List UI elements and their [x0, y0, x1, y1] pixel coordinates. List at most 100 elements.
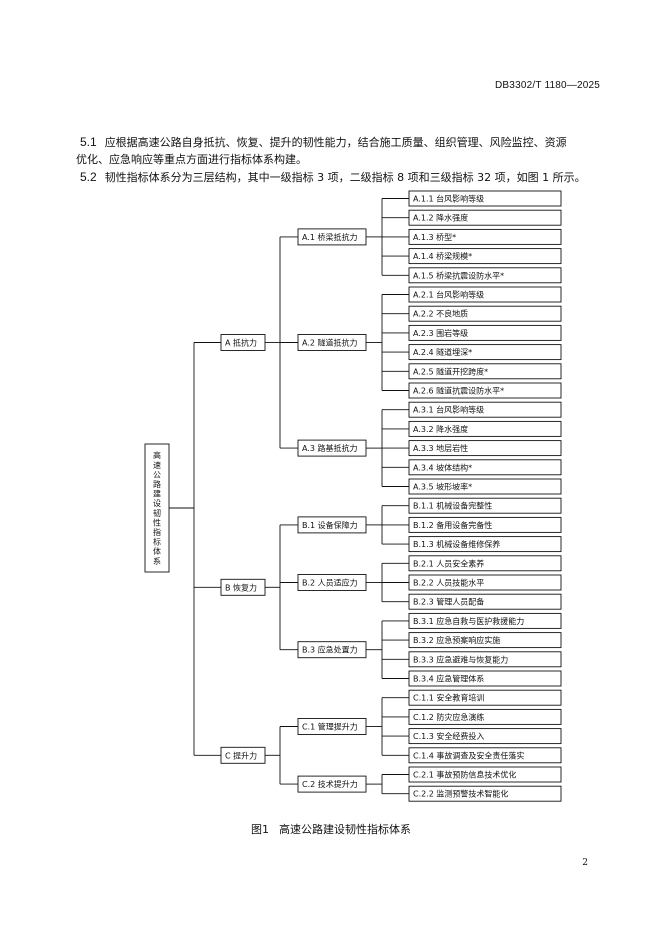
indicator-l3-label: A.2.5 隧道开挖跨度*: [413, 366, 488, 376]
document-id: DB3302/T 1180—2025: [495, 80, 600, 91]
indicator-l3-label: B.3.2 应急预案响应实施: [413, 635, 500, 645]
indicator-l3-label: C.1.1 安全教育培训: [413, 693, 484, 703]
indicator-l3-label: B.1.2 备用设备完备性: [413, 520, 492, 530]
indicator-l2: A.2 隧道抵抗力: [297, 334, 367, 351]
indicator-l3: A.3.2 降水强度: [408, 420, 562, 437]
indicator-l3: B.1.2 备用设备完备性: [408, 516, 562, 533]
indicator-l3-label: A.2.4 隧道埋深*: [413, 347, 472, 357]
indicator-l3-label: A.1.3 桥型*: [413, 232, 456, 242]
indicator-l3-label: A.2.6 隧道抗震设防水平*: [413, 386, 504, 396]
indicator-l3: B.2.3 管理人员配备: [408, 593, 562, 610]
indicator-l3-label: A.2.1 台风影响等级: [413, 290, 484, 300]
indicator-l3-label: A.1.4 桥梁规模*: [413, 251, 472, 261]
indicator-l3-label: C.1.2 防灾应急演练: [413, 712, 484, 722]
indicator-l3-label: A.1.1 台风影响等级: [413, 194, 484, 204]
paragraph-5-2: 5.2 韧性指标体系分为三层结构，其中一级指标 3 项，二级指标 8 项和三级指标…: [80, 169, 600, 186]
indicator-l3: C.1.4 事故调查及安全责任落实: [408, 747, 562, 764]
indicator-l3-label: A.1.2 降水强度: [413, 213, 468, 223]
indicator-l3-label: B.3.1 应急自救与医护救援能力: [413, 616, 524, 626]
indicator-l3-label: C.1.3 安全经费投入: [413, 731, 484, 741]
indicator-l3-label: A.3.2 降水强度: [413, 424, 468, 434]
indicator-l3: C.1.2 防灾应急演练: [408, 708, 562, 725]
figure-number: 图1: [251, 823, 269, 836]
indicator-l3-label: B.2.1 人员安全素养: [413, 558, 484, 568]
indicator-l3-label: A.1.5 桥梁抗震设防水平*: [413, 270, 504, 280]
indicator-l3: A.3.1 台风影响等级: [408, 401, 562, 418]
figure-caption: 图1 高速公路建设韧性指标体系: [0, 821, 662, 837]
indicator-l3: A.1.3 桥型*: [408, 228, 562, 245]
indicator-root-box: [144, 443, 170, 573]
indicator-l3: B.2.1 人员安全素养: [408, 555, 562, 572]
indicator-l3-label: A.3.4 坡体结构*: [413, 462, 472, 472]
indicator-l3: C.2.1 事故预防信息技术优化: [408, 766, 562, 783]
indicator-l2: B.1 设备保障力: [297, 516, 367, 534]
indicator-l1: A 抵抗力: [220, 334, 266, 351]
indicator-l3-label: A.2.3 围岩等级: [413, 328, 468, 338]
indicator-l3: C.1.1 安全教育培训: [408, 689, 562, 706]
indicator-l3: A.2.1 台风影响等级: [408, 286, 562, 303]
indicator-l3-label: B.2.3 管理人员配备: [413, 597, 484, 607]
indicator-l3: A.1.1 台风影响等级: [408, 190, 562, 207]
indicator-l2-label: A.2 隧道抵抗力: [302, 338, 358, 348]
indicator-l3-label: A.3.1 台风影响等级: [413, 405, 484, 415]
indicator-l1: C 提升力: [220, 746, 266, 764]
indicator-l2-label: B.1 设备保障力: [302, 520, 358, 530]
indicator-l3: A.3.5 坡形坡率*: [408, 478, 562, 495]
indicator-l3-label: C.2.1 事故预防信息技术优化: [413, 770, 516, 780]
indicator-l1-label: C 提升力: [225, 750, 257, 760]
indicator-l2-label: C.2 技术提升力: [302, 779, 358, 789]
indicator-l3: B.3.4 应急管理体系: [408, 670, 562, 687]
indicator-l3-label: C.2.2 监测预警技术智能化: [413, 789, 508, 799]
indicator-l3-label: A.3.5 坡形坡率*: [413, 482, 472, 492]
indicator-l2: C.1 管理提升力: [297, 718, 367, 735]
indicator-l3-label: C.1.4 事故调查及安全责任落实: [413, 750, 524, 760]
indicator-l3: A.1.2 降水强度: [408, 209, 562, 226]
indicator-l3: A.1.5 桥梁抗震设防水平*: [408, 267, 562, 284]
indicator-l2: A.3 路基抵抗力: [297, 439, 367, 457]
indicator-l3: B.3.3 应急避难与恢复能力: [408, 651, 562, 668]
indicator-l1-label: A 抵抗力: [225, 338, 257, 348]
indicator-root: 高速公路建设韧性指标体系: [144, 443, 170, 573]
clause-number: 5.1: [80, 135, 97, 149]
indicator-l3-label: B.2.2 人员技能水平: [413, 578, 484, 588]
indicator-l1-label: B 恢复力: [225, 582, 257, 592]
indicator-l3: B.1.1 机械设备完整性: [408, 497, 562, 514]
indicator-l3: A.2.6 隧道抗震设防水平*: [408, 382, 562, 399]
indicator-l3: B.2.2 人员技能水平: [408, 574, 562, 591]
indicator-l2-label: A.1 桥梁抵抗力: [302, 232, 358, 242]
indicator-l3-label: B.1.1 机械设备完整性: [413, 501, 492, 511]
indicator-l2-label: C.1 管理提升力: [302, 722, 358, 732]
indicator-l3: A.2.4 隧道埋深*: [408, 344, 562, 361]
indicator-root-label: 高速公路建设韧性指标体系: [153, 450, 161, 566]
indicator-l2-label: A.3 路基抵抗力: [302, 443, 358, 453]
indicator-l3: A.2.3 围岩等级: [408, 324, 562, 341]
paragraph-line: 韧性指标体系分为三层结构，其中一级指标 3 项，二级指标 8 项和三级指标 32…: [104, 171, 586, 184]
clause-number: 5.2: [80, 170, 97, 184]
paragraph-line: 应根据高速公路自身抵抗、恢复、提升的韧性能力，结合施工质量、组织管理、风险监控、…: [104, 136, 567, 149]
indicator-l3: A.1.4 桥梁规模*: [408, 248, 562, 265]
figure-title: 高速公路建设韧性指标体系: [279, 823, 411, 836]
paragraph-line: 优化、应急响应等重点方面进行指标体系构建。: [76, 153, 307, 166]
page-number: 2: [582, 858, 588, 868]
indicator-l3-label: B.1.3 机械设备维修保养: [413, 539, 500, 549]
indicator-l3: C.2.2 监测预警技术智能化: [408, 785, 562, 802]
paragraph-5-1: 5.1 应根据高速公路自身抵抗、恢复、提升的韧性能力，结合施工质量、组织管理、风险…: [76, 134, 600, 168]
indicator-l3: A.3.3 地层岩性: [408, 440, 562, 457]
indicator-l3: A.3.4 坡体结构*: [408, 459, 562, 476]
indicator-l2-label: B.2 人员适应力: [302, 578, 358, 588]
indicator-l3: B.1.3 机械设备维修保养: [408, 536, 562, 553]
indicator-l3-label: B.3.3 应急避难与恢复能力: [413, 654, 508, 664]
indicator-l3-label: A.3.3 地层岩性: [413, 443, 468, 453]
indicator-l2: C.2 技术提升力: [297, 775, 367, 793]
indicator-l3: A.2.5 隧道开挖跨度*: [408, 363, 562, 380]
indicator-l2-label: B.3 应急处置力: [302, 645, 358, 655]
indicator-l3-label: A.2.2 不良地质: [413, 309, 468, 319]
indicator-l3: A.2.2 不良地质: [408, 305, 562, 322]
indicator-l1: B 恢复力: [220, 578, 266, 596]
indicator-l3: C.1.3 安全经费投入: [408, 728, 562, 745]
indicator-l2: B.3 应急处置力: [297, 641, 367, 659]
indicator-l3: B.3.2 应急预案响应实施: [408, 632, 562, 649]
indicator-l2: A.1 桥梁抵抗力: [297, 228, 367, 246]
indicator-l3: B.3.1 应急自救与医护救援能力: [408, 612, 562, 629]
